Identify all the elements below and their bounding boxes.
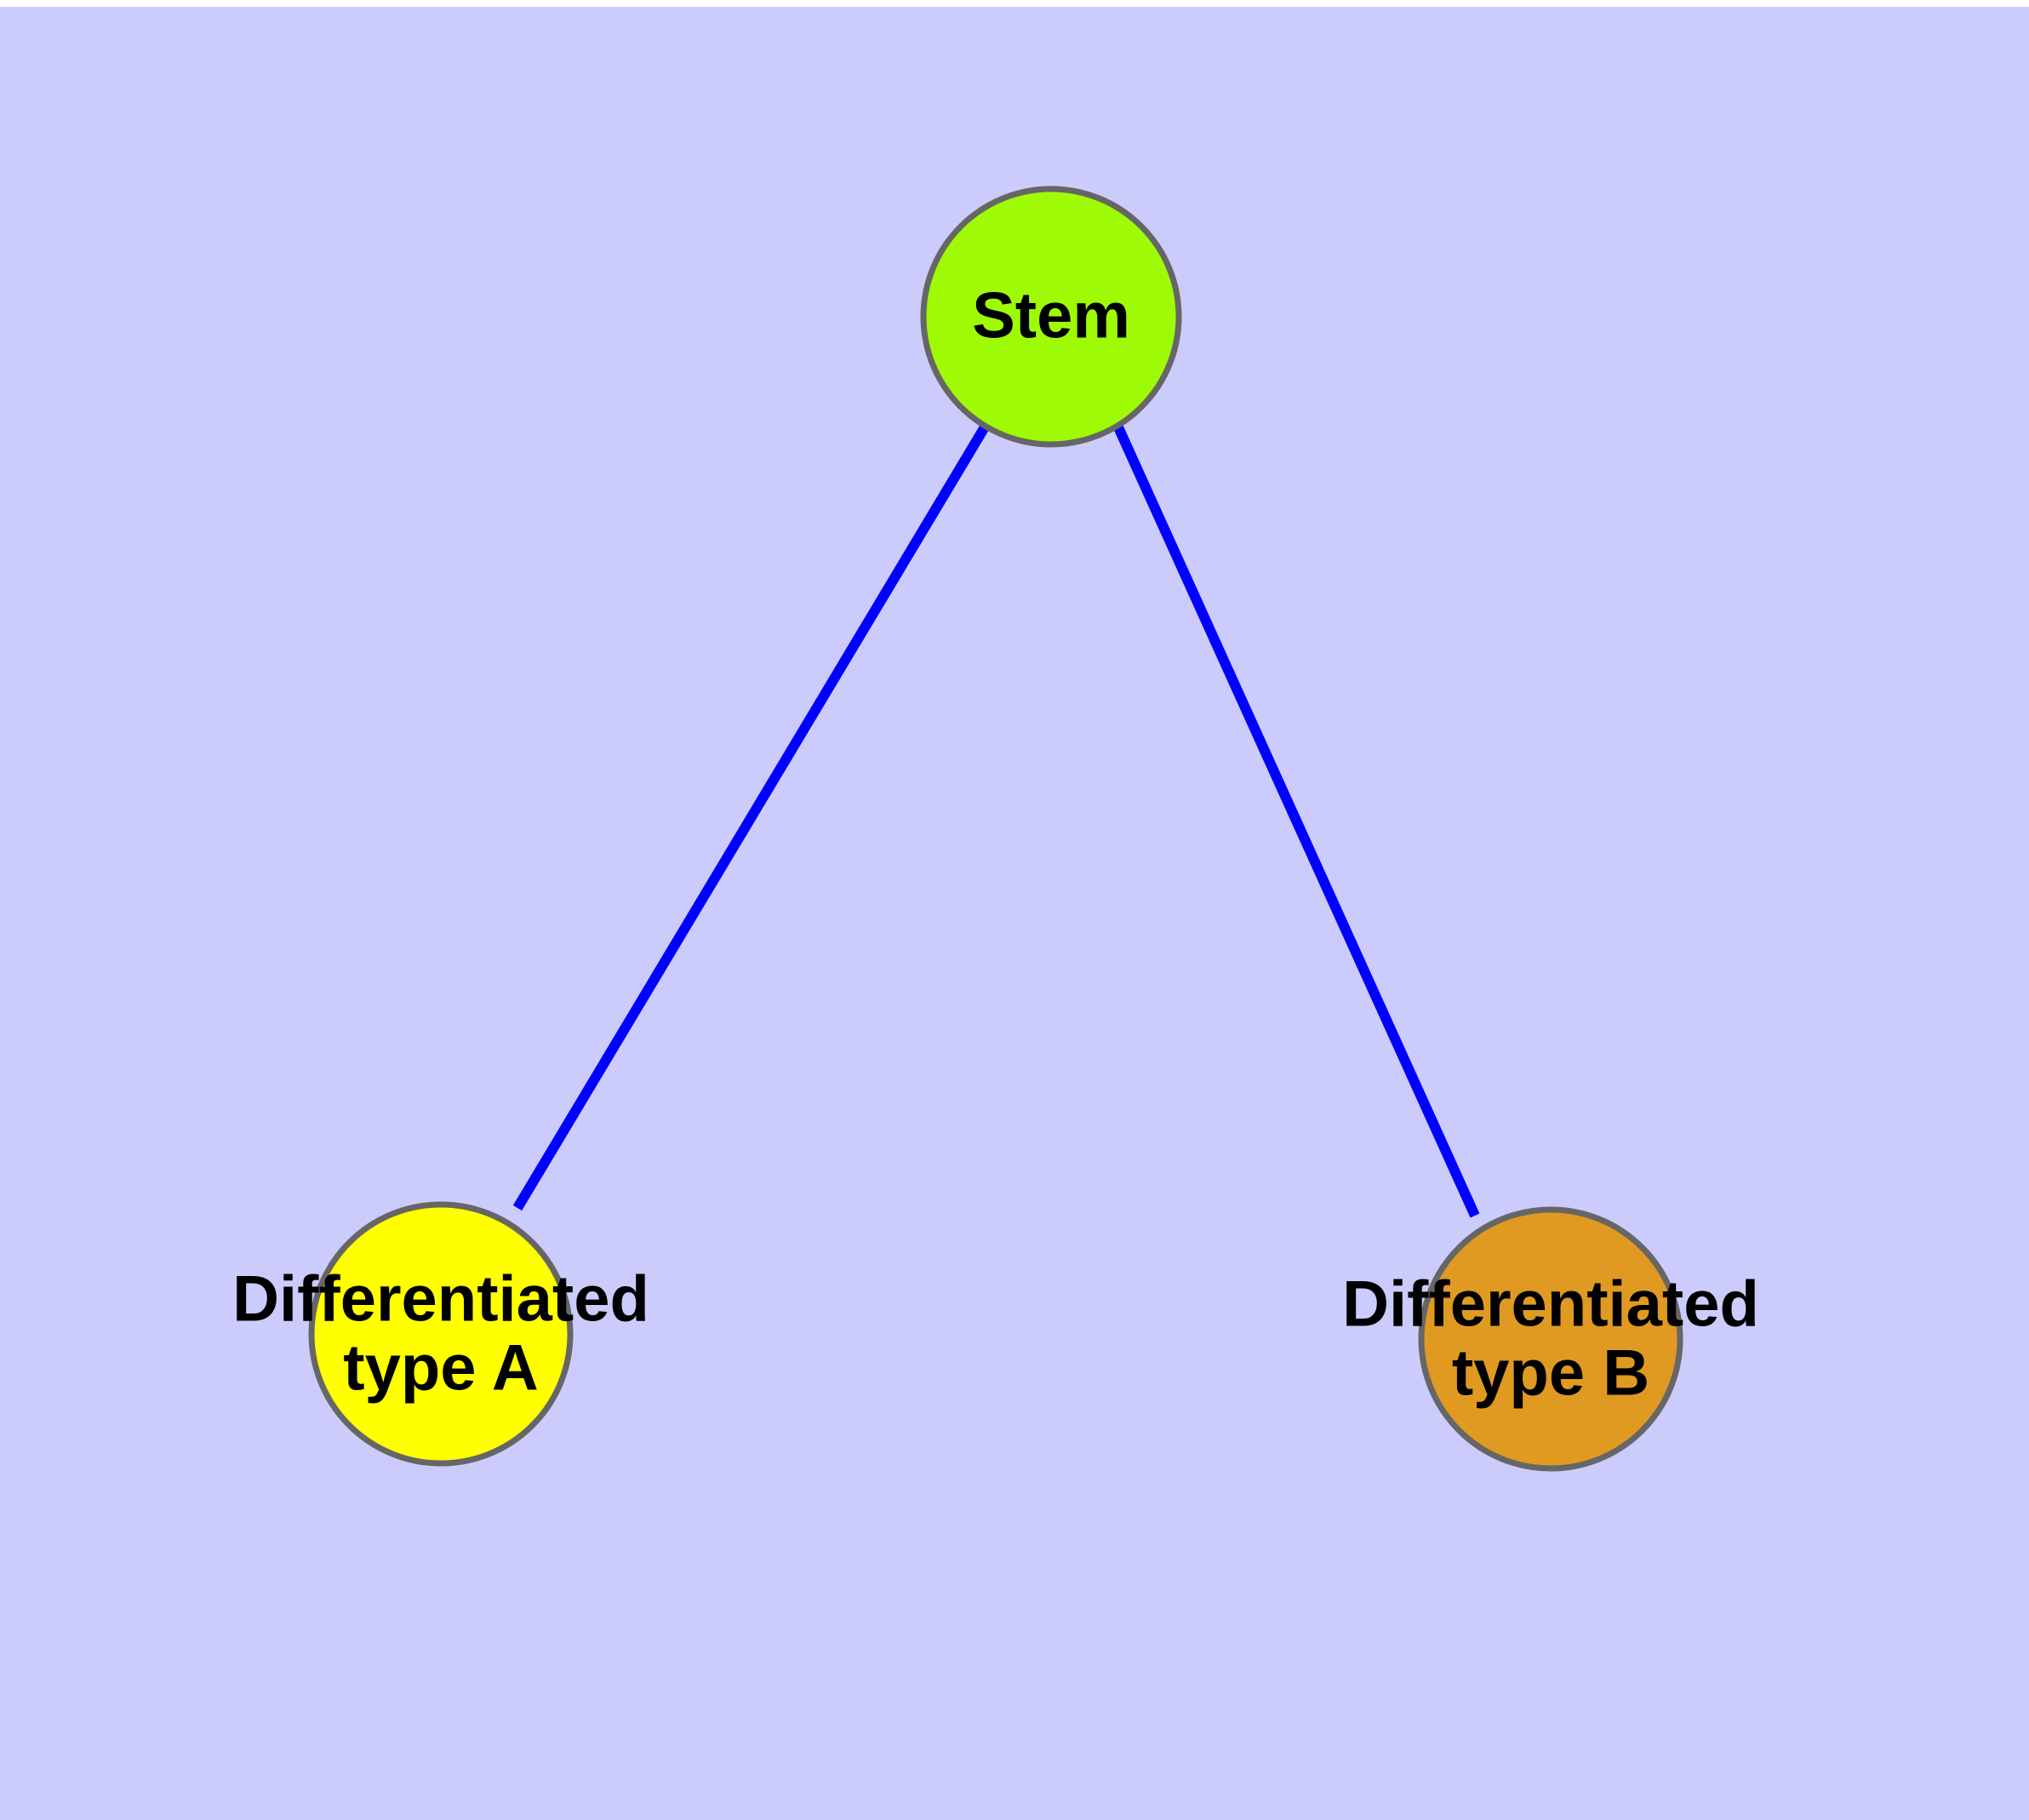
node-circle-stem[interactable] <box>920 186 1182 448</box>
node-circle-diff_a[interactable] <box>308 1201 574 1467</box>
edge-stem-to-diff_a <box>512 422 991 1211</box>
edge-stem-to-diff_b <box>1113 425 1480 1218</box>
node-circle-diff_b[interactable] <box>1418 1206 1683 1472</box>
edges-group <box>512 422 1480 1218</box>
nodes-group <box>308 186 1683 1472</box>
